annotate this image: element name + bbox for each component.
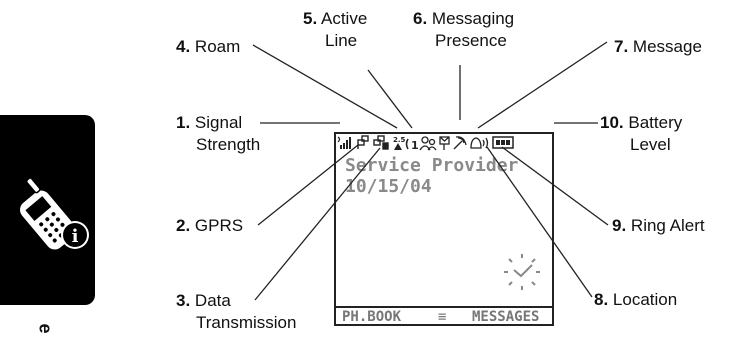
status-bar: 2.5 1: [337, 135, 514, 152]
svg-text:1: 1: [411, 139, 419, 152]
phonebook-softkey[interactable]: PH.BOOK: [342, 309, 402, 325]
label-battery-level: 10. Battery Level: [600, 113, 683, 154]
label-roam: 4. Roam: [176, 37, 241, 56]
date-text: 10/15/04: [345, 176, 432, 197]
label-active-line: 5. Active Line: [303, 9, 368, 50]
active-line-icon: 1: [405, 138, 419, 152]
svg-text:2.5: 2.5: [393, 136, 406, 144]
roam-icon: 2.5: [393, 136, 406, 150]
svg-text:i: i: [72, 226, 79, 247]
label-ring-alert: 9. Ring Alert: [612, 216, 705, 235]
location-icon: [453, 136, 467, 150]
gprs-icon: [357, 135, 369, 149]
messaging-presence-icon: [419, 136, 437, 151]
message-icon: [439, 136, 450, 150]
ring-alert-icon: [470, 137, 489, 149]
side-tab: i: [0, 115, 95, 305]
leader-roam: [252, 44, 398, 129]
battery-level-icon: [492, 136, 514, 149]
leader-active-line: [367, 69, 413, 129]
label-data-transmission: 3. Data Transmission: [176, 291, 297, 332]
phone-info-icon: i: [18, 177, 89, 252]
label-signal-strength: 1. Signal Strength: [176, 113, 261, 154]
signal-strength-icon: [337, 136, 351, 149]
side-tab-letter: e: [35, 323, 56, 334]
label-location: 8. Location: [594, 290, 678, 309]
label-message: 7. Message: [614, 37, 702, 56]
data-transmission-icon: [373, 135, 389, 150]
label-messaging-presence: 6. Messaging Presence: [413, 9, 515, 50]
label-gprs: 2. GPRS: [176, 216, 244, 235]
menu-key[interactable]: ≡: [438, 309, 447, 325]
service-provider-text: Service Provider: [345, 155, 519, 176]
leader-message: [477, 41, 608, 129]
clock-icon: [504, 254, 540, 290]
messages-softkey[interactable]: MESSAGES: [472, 309, 540, 325]
softkey-bar: PH.BOOK ≡ MESSAGES: [336, 306, 552, 326]
